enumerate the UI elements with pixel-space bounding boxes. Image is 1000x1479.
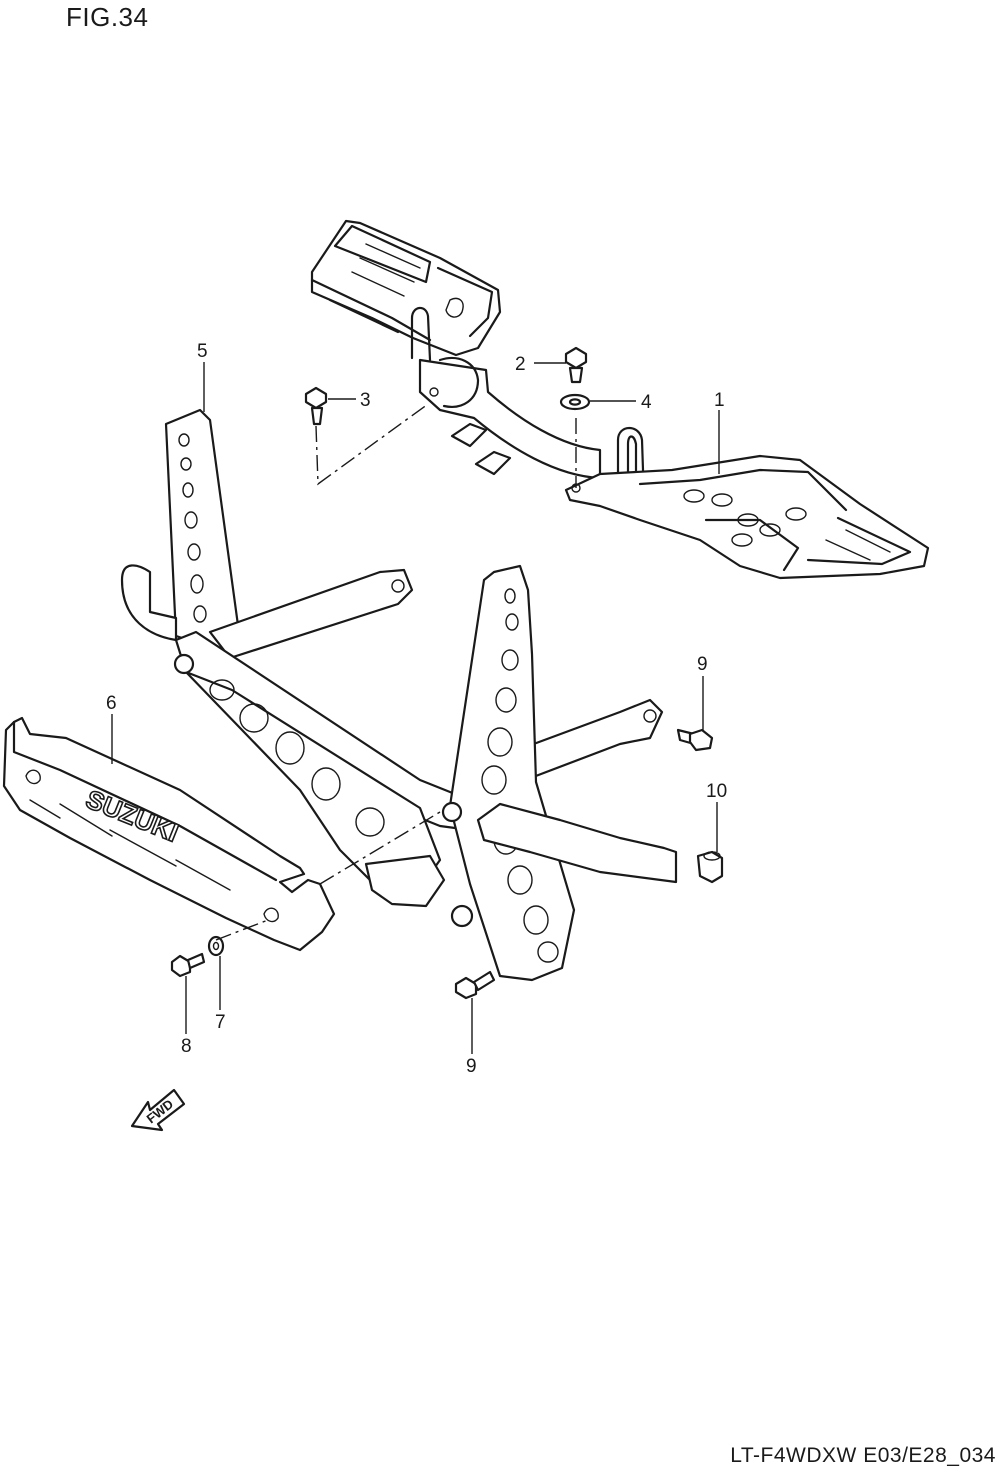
callout-labels: 1 2 3 4 5 6 7 8 9 9 10 — [106, 341, 727, 1077]
front-guard-frame-part-5 — [120, 408, 678, 982]
washer-part-4 — [559, 393, 591, 411]
callout-4: 4 — [641, 392, 652, 413]
bolt-part-2 — [564, 346, 588, 384]
leader-lines — [111, 362, 720, 1054]
assembly-center-lines — [215, 403, 577, 941]
callout-9-upper: 9 — [697, 654, 708, 675]
bolt-part-3 — [304, 386, 328, 426]
front-skid-plate-part-6: SUZUKI — [2, 716, 336, 952]
bolt-part-8 — [170, 952, 206, 978]
callout-9-lower: 9 — [466, 1056, 477, 1077]
callout-1: 1 — [714, 390, 725, 411]
callout-8: 8 — [181, 1036, 192, 1057]
fwd-direction-arrow: FWD — [130, 1088, 186, 1132]
callout-5: 5 — [197, 341, 208, 362]
washer-part-7 — [207, 935, 225, 957]
callout-7: 7 — [215, 1012, 226, 1033]
figure-code: LT-F4WDXW E03/E28_034 — [730, 1444, 996, 1467]
callout-6: 6 — [106, 693, 117, 714]
callout-2: 2 — [515, 354, 526, 375]
nut-part-10 — [696, 850, 724, 884]
callout-3: 3 — [360, 390, 371, 411]
figure-title: FIG.34 — [66, 2, 149, 32]
bolt-part-9-upper — [676, 728, 714, 752]
bolt-part-9-lower — [454, 970, 496, 1000]
callout-10: 10 — [706, 781, 727, 802]
footrest-bracket-part-1 — [310, 219, 930, 580]
